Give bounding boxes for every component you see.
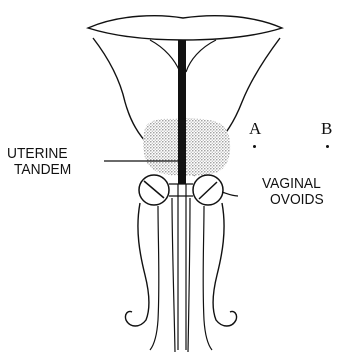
point-a-label: A — [249, 120, 261, 137]
vaginal-wall-right — [213, 203, 236, 326]
vaginal-ovoids-label-line1: VAGINAL — [262, 176, 321, 191]
vaginal-ovoids-leader — [222, 192, 238, 196]
ovoid-bridge — [169, 184, 193, 196]
vaginal-ovoid-right — [193, 175, 223, 205]
point-a-marker — [253, 145, 256, 148]
vaginal-ovoids-label-line2: OVOIDS — [270, 192, 324, 207]
uterine-tandem-label-line1: UTERINE — [7, 146, 68, 161]
applicator-stem-lines — [172, 184, 190, 352]
point-b-marker — [326, 145, 329, 148]
vaginal-wall-left — [125, 203, 148, 326]
shaded-dose-region — [143, 118, 230, 176]
vaginal-wall-right-inner — [203, 206, 212, 350]
uterine-fundus — [88, 16, 282, 40]
point-b-label: B — [321, 120, 332, 137]
uterine-tandem-rod — [178, 40, 186, 184]
vaginal-wall-left-inner — [150, 206, 159, 350]
uterine-tandem-label-line2: TANDEM — [14, 162, 71, 177]
vaginal-ovoid-left — [139, 175, 169, 205]
